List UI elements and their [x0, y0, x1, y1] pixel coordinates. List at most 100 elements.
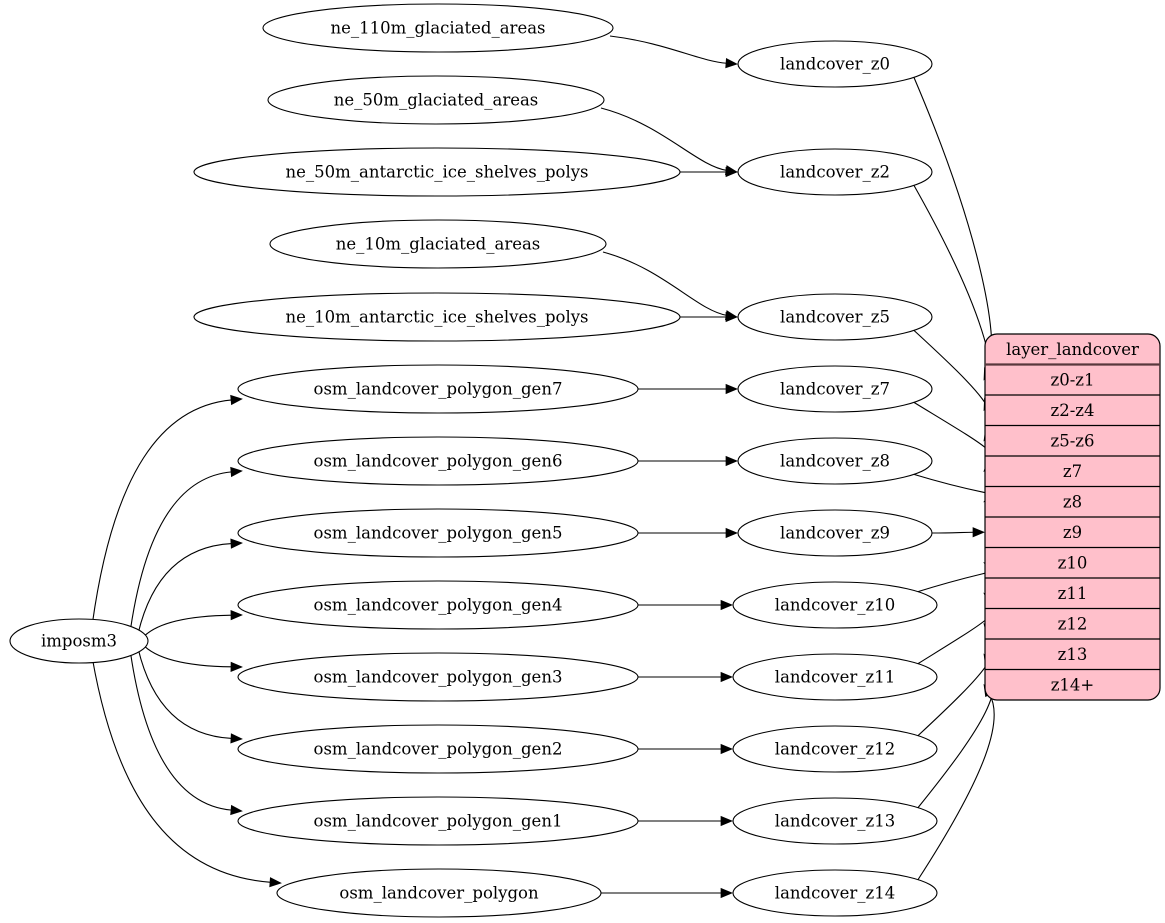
node-shape — [267, 75, 605, 125]
node-landcover_z0[interactable]: landcover_z0 — [737, 40, 933, 88]
edge-imposm3-to-osm_landcover_polygon_gen3 — [141, 643, 232, 668]
edge-osm_landcover_polygon_gen3-to-landcover_z11-arrowhead — [720, 671, 733, 683]
table-row[interactable]: z0-z1 — [1051, 370, 1095, 389]
node-landcover_z8[interactable]: landcover_z8 — [737, 437, 933, 485]
node-label: osm_landcover_polygon_gen6 — [314, 452, 563, 471]
table-row[interactable]: z11 — [985, 577, 1160, 603]
edge-osm_landcover_polygon_gen4-to-landcover_z10-arrowhead — [720, 599, 733, 611]
nodes-layer: imposm3 ne_110m_glaciated_areas ne_50m_gla… — [9, 3, 938, 918]
node-shape — [737, 40, 933, 88]
edge-ne_10m_glaciated_areas-to-landcover_z5 — [602, 251, 728, 316]
node-label: ne_50m_glaciated_areas — [334, 91, 539, 110]
node-osm_landcover_polygon_gen3[interactable]: osm_landcover_polygon_gen3 — [237, 652, 639, 702]
table-row[interactable]: z14+ — [985, 668, 1160, 695]
node-shape — [732, 653, 938, 701]
layer-landcover-table[interactable]: layer_landcoverz0-z1z2-z4z5-z6z7z8z9z10z… — [984, 333, 1161, 701]
node-label: osm_landcover_polygon_gen2 — [314, 740, 563, 759]
node-shape — [237, 652, 639, 702]
node-shape — [237, 796, 639, 846]
node-osm_landcover_polygon_gen5[interactable]: osm_landcover_polygon_gen5 — [237, 508, 639, 558]
node-ne_50m_antarctic_ice_shelves_polys[interactable]: ne_50m_antarctic_ice_shelves_polys — [193, 147, 681, 197]
edge-imposm3-to-osm_landcover_polygon_gen3-arrowhead — [230, 661, 243, 672]
node-shape — [237, 724, 639, 774]
edge-imposm3-to-osm_landcover_polygon_gen1 — [130, 653, 232, 811]
table-row[interactable]: z10 — [985, 546, 1160, 573]
node-landcover_z12[interactable]: landcover_z12 — [732, 725, 938, 773]
table-row[interactable]: z5-z6 — [985, 424, 1160, 451]
node-landcover_z14[interactable]: landcover_z14 — [732, 869, 938, 917]
node-ne_10m_glaciated_areas[interactable]: ne_10m_glaciated_areas — [269, 219, 607, 269]
table-row-label: z12 — [1058, 614, 1088, 633]
node-ne_110m_glaciated_areas[interactable]: ne_110m_glaciated_areas — [262, 3, 614, 53]
edge-landcover_z8-to-table-z8 — [913, 473, 995, 498]
node-label: ne_50m_antarctic_ice_shelves_polys — [285, 163, 588, 182]
table-row[interactable]: z12 — [985, 607, 1160, 634]
node-shape — [193, 147, 681, 197]
edge-landcover_z9-to-table-z9 — [931, 531, 974, 534]
node-label: landcover_z8 — [780, 452, 890, 471]
edge-ne_50m_glaciated_areas-to-landcover_z2 — [600, 107, 728, 171]
node-landcover_z7[interactable]: landcover_z7 — [737, 365, 933, 413]
node-landcover_z10[interactable]: landcover_z10 — [732, 581, 938, 629]
table-row-label: z10 — [1058, 553, 1088, 572]
table-row[interactable]: z13 — [985, 638, 1160, 664]
node-shape — [276, 868, 602, 918]
node-osm_landcover_polygon[interactable]: osm_landcover_polygon — [276, 868, 602, 918]
node-label: landcover_z12 — [775, 740, 895, 759]
node-shape — [262, 3, 614, 53]
node-osm_landcover_polygon_gen4[interactable]: osm_landcover_polygon_gen4 — [237, 580, 639, 630]
table-row-label: z8 — [1063, 492, 1082, 511]
node-label: landcover_z0 — [780, 55, 890, 74]
node-osm_landcover_polygon_gen2[interactable]: osm_landcover_polygon_gen2 — [237, 724, 639, 774]
node-label: landcover_z13 — [775, 812, 895, 831]
table-row-label: z9 — [1063, 523, 1082, 542]
table-row[interactable]: z7 — [985, 455, 1160, 481]
node-label: ne_10m_antarctic_ice_shelves_polys — [285, 308, 588, 327]
edge-imposm3-to-osm_landcover_polygon_gen5 — [137, 542, 232, 634]
node-label: osm_landcover_polygon_gen5 — [314, 524, 563, 543]
node-ne_50m_glaciated_areas[interactable]: ne_50m_glaciated_areas — [267, 75, 605, 125]
edge-imposm3-to-osm_landcover_polygon_gen2-arrowhead — [230, 733, 243, 744]
node-imposm3[interactable]: imposm3 — [9, 618, 149, 664]
edge-ne_10m_antarctic_ice_shelves_polys-to-landcover_z5-arrowhead — [725, 311, 738, 323]
edge-imposm3-to-osm_landcover_polygon_gen6 — [130, 471, 232, 629]
edge-osm_landcover_polygon_gen1-to-landcover_z13-arrowhead — [720, 815, 733, 827]
node-label: landcover_z5 — [780, 308, 890, 327]
table-row[interactable]: z2-z4 — [985, 394, 1160, 420]
node-ne_10m_antarctic_ice_shelves_polys[interactable]: ne_10m_antarctic_ice_shelves_polys — [193, 292, 681, 342]
node-landcover_z2[interactable]: landcover_z2 — [737, 148, 933, 196]
node-label: ne_110m_glaciated_areas — [330, 19, 545, 38]
edge-ne_50m_antarctic_ice_shelves_polys-to-landcover_z2-arrowhead — [725, 166, 738, 178]
node-label: ne_10m_glaciated_areas — [336, 235, 541, 254]
edge-imposm3-to-osm_landcover_polygon-arrowhead — [269, 877, 282, 888]
edge-landcover_z9-to-table-z9-arrowhead — [972, 527, 985, 538]
node-shape — [737, 509, 933, 557]
node-landcover_z11[interactable]: landcover_z11 — [732, 653, 938, 701]
edge-imposm3-to-osm_landcover_polygon_gen6-arrowhead — [230, 466, 243, 478]
node-osm_landcover_polygon_gen1[interactable]: osm_landcover_polygon_gen1 — [237, 796, 639, 846]
edge-osm_landcover_polygon_gen6-to-landcover_z8-arrowhead — [725, 455, 738, 467]
node-label: landcover_z2 — [780, 163, 890, 182]
node-label: osm_landcover_polygon_gen1 — [314, 812, 563, 831]
node-osm_landcover_polygon_gen7[interactable]: osm_landcover_polygon_gen7 — [237, 364, 639, 414]
edge-imposm3-to-osm_landcover_polygon_gen1-arrowhead — [230, 804, 243, 816]
table-row-label: z0-z1 — [1051, 370, 1095, 389]
table-row[interactable]: z8 — [985, 485, 1160, 512]
node-label: landcover_z14 — [775, 884, 895, 903]
node-label: landcover_z10 — [775, 596, 895, 615]
node-shape — [737, 437, 933, 485]
edge-imposm3-to-osm_landcover_polygon_gen5-arrowhead — [230, 538, 243, 549]
node-landcover_z9[interactable]: landcover_z9 — [737, 509, 933, 557]
node-shape — [237, 508, 639, 558]
node-shape — [269, 219, 607, 269]
node-shape — [732, 797, 938, 845]
node-osm_landcover_polygon_gen6[interactable]: osm_landcover_polygon_gen6 — [237, 436, 639, 486]
node-label: imposm3 — [41, 632, 117, 651]
edge-ne_110m_glaciated_areas-to-landcover_z0-arrowhead — [725, 58, 738, 69]
table-row[interactable]: z9 — [985, 516, 1160, 542]
node-landcover_z13[interactable]: landcover_z13 — [732, 797, 938, 845]
node-landcover_z5[interactable]: landcover_z5 — [737, 293, 933, 341]
node-shape — [9, 618, 149, 664]
